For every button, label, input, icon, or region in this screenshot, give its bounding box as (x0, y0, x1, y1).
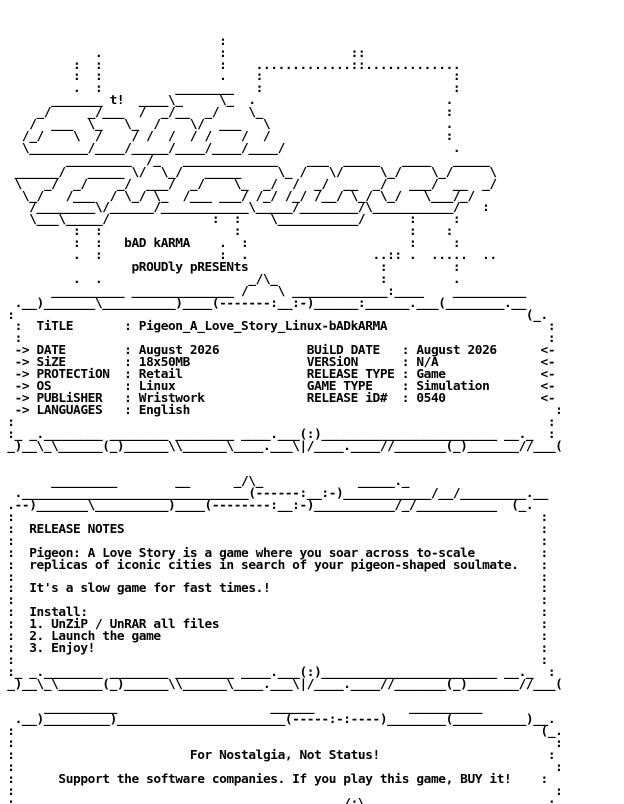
nfo-release-text: : . : :: : : : .............::..........… (7, 33, 563, 804)
